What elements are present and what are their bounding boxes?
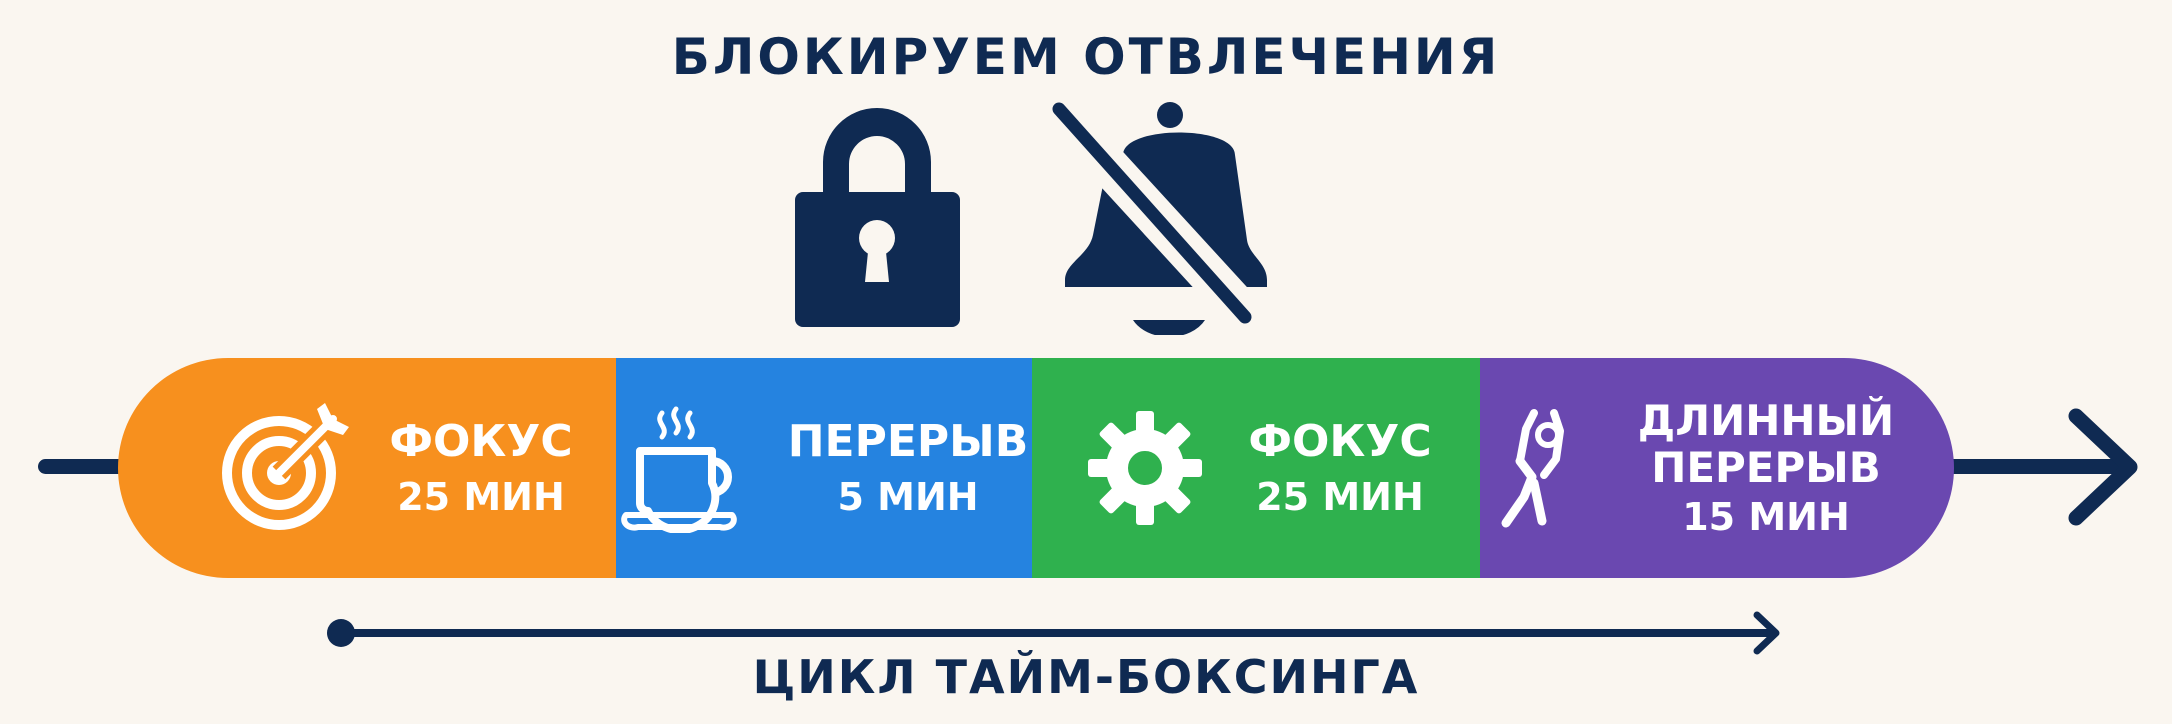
target-icon xyxy=(222,403,350,530)
segment-focus-2: ФОКУС 25 МИН xyxy=(1032,358,1480,578)
segment-duration: 5 МИН xyxy=(837,474,979,519)
segment-label: ФОКУС xyxy=(1248,416,1432,468)
segment-duration: 15 МИН xyxy=(1682,495,1850,540)
segment-duration: 25 МИН xyxy=(1256,474,1424,519)
segment-label: ДЛИННЫЙ ПЕРЕРЫВ xyxy=(1637,396,1895,493)
cycle-start-dot xyxy=(327,619,355,647)
bell-off-icon xyxy=(1045,95,1270,335)
cycle-label: ЦИКЛ ТАЙМ-БОКСИНГА xyxy=(752,650,1420,704)
segment-label: ФОКУС xyxy=(389,416,573,468)
segment-label: ПЕРЕРЫВ xyxy=(787,416,1029,468)
stretching-person-icon xyxy=(1501,409,1564,528)
segment-long-break: ДЛИННЫЙ ПЕРЕРЫВ 15 МИН xyxy=(1480,358,1954,578)
timeline-arrowhead-icon xyxy=(2068,408,2138,526)
cycle-arrowhead-icon xyxy=(1753,611,1780,655)
timeline-line-left xyxy=(38,459,138,474)
gear-icon xyxy=(1088,411,1203,525)
lock-icon xyxy=(795,108,960,327)
timebox-bar: ФОКУС 25 МИН ПЕРЕРЫВ 5 МИН xyxy=(118,358,1954,578)
timeline-line-right xyxy=(1940,459,2120,474)
segment-focus-1: ФОКУС 25 МИН xyxy=(118,358,616,578)
segment-duration: 25 МИН xyxy=(397,474,565,519)
coffee-cup-icon xyxy=(620,406,737,533)
page-title: БЛОКИРУЕМ ОТВЛЕЧЕНИЯ xyxy=(671,28,1501,86)
segment-break: ПЕРЕРЫВ 5 МИН xyxy=(616,358,1032,578)
cycle-line xyxy=(332,629,1772,637)
